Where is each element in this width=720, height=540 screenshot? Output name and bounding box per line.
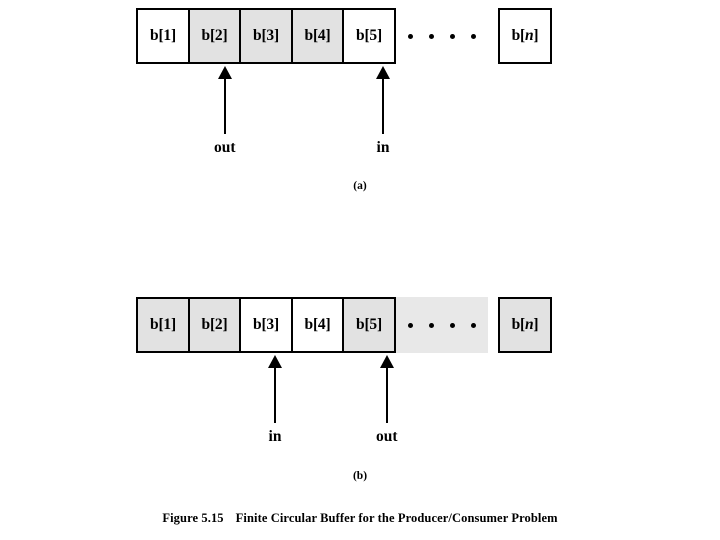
pointer-in-b: in: [268, 355, 282, 445]
arrow-shaft: [381, 79, 385, 134]
arrow-head-icon: [268, 355, 282, 368]
ellipsis-dot-icon: [408, 33, 413, 39]
buffer-cell: b[5]: [342, 8, 396, 64]
arrow-head-icon: [379, 355, 394, 368]
ellipsis-dot-icon: [471, 322, 476, 328]
ellipsis-dot-icon: [429, 322, 434, 328]
buffer-cell: b[1]: [136, 8, 190, 64]
buffer-cell: b[3]: [239, 297, 293, 353]
buffer-cell: b[2]: [187, 297, 242, 353]
sub-caption-a: (a): [353, 180, 367, 192]
pointer-label-out-b: out: [376, 428, 398, 445]
buffer-cell-label: b[n]: [511, 27, 539, 44]
sub-caption-b: (b): [352, 470, 368, 482]
buffer-cell: b[1]: [136, 297, 190, 353]
ellipsis-dot-icon: [408, 322, 413, 328]
ellipsis-dot-icon: [450, 33, 455, 39]
figure-caption-title: Finite Circular Buffer for the Producer/…: [235, 511, 558, 525]
buffer-cell: b[4]: [290, 8, 345, 64]
ellipsis-dot-icon: [450, 322, 455, 328]
buffer-cell-label: b[5]: [356, 27, 382, 44]
buffer-cell-label: b[2]: [201, 27, 228, 44]
figure-caption: Figure 5.15 Finite Circular Buffer for th…: [0, 511, 720, 526]
pointer-label-out-a: out: [214, 139, 236, 156]
arrow-shaft: [273, 368, 277, 423]
arrow-shaft: [223, 79, 227, 134]
pointer-label-in-b: in: [268, 428, 282, 445]
pointer-out-b: out: [376, 355, 398, 445]
buffer-strip-a: b[1] b[2] b[3] b[4] b[5] b[n]: [136, 8, 552, 64]
buffer-cell: b[3]: [239, 8, 293, 64]
pointer-label-in-a: in: [376, 139, 390, 156]
buffer-cell: b[2]: [187, 8, 242, 64]
buffer-cell-label: b[1]: [150, 27, 176, 44]
buffer-cell-label: b[2]: [201, 316, 228, 333]
arrow-head-icon: [376, 66, 390, 79]
buffer-ellipsis-region: [396, 297, 488, 353]
ellipsis-dots-icon: [396, 297, 488, 353]
ellipsis-dot-icon: [471, 33, 476, 39]
buffer-cell-label: b[3]: [253, 27, 279, 44]
buffer-cell: b[4]: [290, 297, 345, 353]
figure-caption-number: Figure 5.15: [162, 511, 224, 525]
buffer-ellipsis-region: [396, 8, 488, 64]
arrow-shaft: [385, 368, 389, 423]
buffer-cell-label: b[n]: [511, 316, 539, 333]
buffer-cell: b[5]: [342, 297, 396, 353]
buffer-cell-label: b[4]: [304, 316, 331, 333]
pointer-in-a: in: [376, 66, 390, 156]
buffer-cell-label: b[3]: [253, 316, 279, 333]
arrow-head-icon: [217, 66, 232, 79]
buffer-cell: b[n]: [498, 297, 552, 353]
ellipsis-dots-icon: [396, 8, 488, 64]
buffer-cell-label: b[1]: [150, 316, 176, 333]
buffer-cell-label: b[5]: [356, 316, 382, 333]
buffer-cell-label: b[4]: [304, 27, 331, 44]
buffer-strip-b: b[1] b[2] b[3] b[4] b[5] b[n]: [136, 297, 552, 353]
buffer-cell: b[n]: [498, 8, 552, 64]
ellipsis-dot-icon: [429, 33, 434, 39]
pointer-out-a: out: [214, 66, 236, 156]
